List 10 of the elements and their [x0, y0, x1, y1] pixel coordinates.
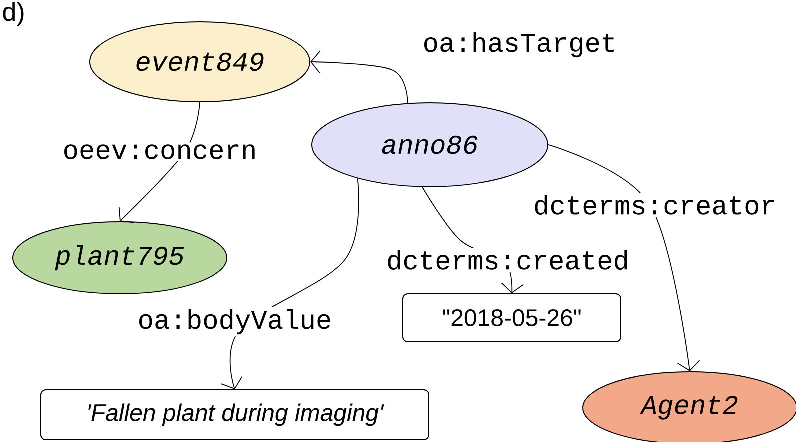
arrow: [310, 50, 408, 104]
edge-label: dcterms:creator: [531, 193, 779, 217]
edge-label: oa:hasTarget: [420, 30, 620, 60]
edge-label: dcterms:created: [384, 248, 632, 272]
literal-box: 'Fallen plant during imaging': [40, 389, 430, 440]
edge-label: oa:bodyValue: [136, 307, 334, 337]
panel-letter: d): [3, 2, 24, 26]
edge-label: oeev:concern: [60, 142, 260, 162]
arrow: [548, 144, 700, 372]
literal-box: "2018-05-26": [402, 294, 622, 342]
